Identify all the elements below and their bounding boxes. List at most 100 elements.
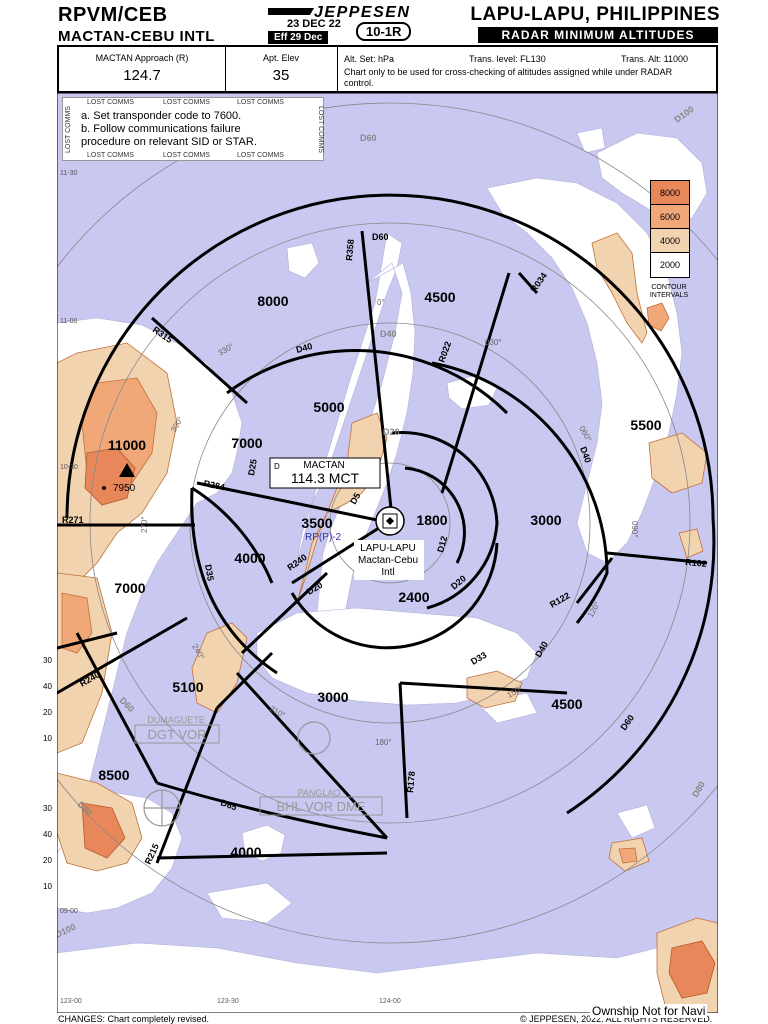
reference-circles	[57, 102, 718, 944]
dist-d12: D12	[435, 535, 449, 554]
legend-title-2: INTERVALS	[649, 292, 689, 299]
mct-box-text: 114.3 MCT	[291, 470, 360, 486]
mct-d: D	[274, 462, 280, 471]
approach-cell: MACTAN Approach (R) 124.7	[59, 47, 226, 91]
ring-d60	[65, 193, 716, 815]
chart-type: RADAR MINIMUM ALTITUDES	[478, 27, 718, 43]
small-islet-4	[206, 882, 293, 924]
airport-label-bg	[354, 540, 424, 580]
lost-comms-line-b: b. Follow communications failure	[81, 123, 241, 135]
lost-comms-line-a: a. Set transponder code to 7600.	[81, 110, 242, 122]
lost-comms-box: LOST COMMS LOST COMMS LOST COMMS LOST CO…	[62, 97, 324, 161]
dgt-box	[134, 724, 220, 744]
airport-code: RPVM/CEB	[58, 4, 168, 26]
alt-5000: 5000	[313, 399, 344, 415]
trans-alt: Trans. Alt: 11000	[621, 54, 689, 64]
dist-d20-n: D20	[383, 427, 400, 437]
bearing-0: 0°	[377, 298, 385, 307]
copyright: © JEPPESEN, 2022. ALL RIGHTS RESERVED.	[520, 1014, 713, 1024]
siquijor-island	[241, 824, 286, 862]
vor-symbols	[143, 721, 331, 827]
alt-11000: 11000	[108, 437, 146, 453]
left-tick-4: 10	[43, 734, 52, 743]
alt-7000-w: 7000	[114, 580, 145, 596]
sector-altitudes: 8000 4500 5500 5000 7000 11000 3500 1800…	[98, 289, 661, 860]
navaid-labels: MACTAN 114.3 MCT D RP(P)-2 LAPU-LAPU Mac…	[134, 457, 424, 816]
terrain-islet-east-mid	[618, 847, 638, 864]
airport-name-2: Mactan-Cebu	[358, 555, 418, 566]
approach-label: MACTAN Approach (R)	[95, 53, 189, 63]
effective-date: Eff 29 Dec	[268, 31, 329, 44]
bearing-270: 270°	[140, 516, 149, 533]
ring-d40-east	[431, 361, 609, 624]
radial-r102: R102	[685, 557, 707, 569]
legend-4000: 4000	[650, 228, 690, 254]
chart-date: 23 DEC 22	[287, 18, 341, 30]
bhl-name: PANGLAO	[298, 788, 341, 798]
legend-8000: 8000	[650, 180, 690, 206]
dist-d5: D5	[348, 491, 362, 506]
ring-d20-south	[290, 542, 499, 650]
bearing-30: 030°	[485, 338, 502, 347]
radar-note: Chart only to be used for cross-checking…	[344, 67, 673, 88]
sector-boundaries	[57, 193, 716, 864]
dist-d40-n: D40	[380, 329, 397, 339]
alt-4500-n: 4500	[424, 289, 455, 305]
airport-name: MACTAN-CEBU INTL	[58, 28, 215, 45]
terrain-leyte	[591, 232, 648, 344]
lon-124-00: 124-00	[379, 998, 401, 1005]
mct-box	[269, 457, 381, 489]
bhl-id: BHL VOR DME	[276, 799, 365, 814]
approach-freq: 124.7	[123, 67, 161, 84]
lon-123-00: 123-00	[60, 998, 82, 1005]
alt-5500-e: 5500	[630, 417, 661, 433]
lost-comms-edge-top-3: LOST COMMS	[237, 99, 284, 106]
lost-comms-text: a. Set transponder code to 7600. b. Foll…	[81, 110, 257, 149]
left-tick-3: 20	[43, 708, 52, 717]
ring-inner	[391, 430, 499, 610]
bantayan-island	[286, 242, 320, 279]
rpp-label: RP(P)-2	[305, 532, 342, 543]
alt-3000-e: 3000	[530, 512, 561, 528]
contour-legend: 8000 6000 4000 2000 CONTOUR INTERVALS	[645, 180, 693, 300]
peak: 7950	[102, 463, 136, 494]
alt-4500-se: 4500	[551, 696, 582, 712]
elev-value: 35	[272, 67, 290, 84]
legend-2000: 2000	[650, 252, 690, 278]
ring-d35	[190, 487, 278, 675]
alt-5100: 5100	[172, 679, 203, 695]
dist-d25: D25	[246, 458, 259, 476]
dist-d35: D35	[203, 564, 216, 582]
bearing-90: 090°	[630, 521, 639, 538]
peak-elevation: 7950	[113, 483, 136, 494]
bearing-180: 180°	[375, 738, 392, 747]
airport-name-1: LAPU-LAPU	[360, 543, 416, 554]
lost-comms-edge-right: LOST COMMS	[316, 106, 324, 153]
changes-note: CHANGES: Chart completely revised.	[58, 1014, 210, 1024]
terrain-mindanao-east-mid	[668, 940, 716, 999]
left-tick-2: 40	[43, 682, 52, 691]
lost-comms-line-c: procedure on relevant SID or STAR.	[81, 136, 257, 148]
alt-7000-n: 7000	[231, 435, 262, 451]
elevation-cell: Apt. Elev 35	[225, 47, 338, 91]
bhl-box	[259, 796, 383, 816]
terrain-negros-south-mid	[61, 592, 93, 654]
jeppesen-logo	[268, 8, 314, 15]
mct-label: MACTAN	[303, 460, 344, 471]
lost-comms-edge-bottom-3: LOST COMMS	[237, 152, 284, 159]
alt-2400: 2400	[398, 589, 429, 605]
mct-vor	[375, 506, 405, 536]
left-tick-5: 30	[43, 804, 52, 813]
alt-8500: 8500	[98, 767, 129, 783]
legend-6000: 6000	[650, 204, 690, 230]
dist-d40-nw: D40	[295, 341, 314, 355]
city-name: LAPU-LAPU, PHILIPPINES	[470, 4, 720, 25]
lon-123-30: 123-30	[217, 998, 239, 1005]
lat-09-00: 09-00	[60, 908, 78, 915]
lat-10-30: 10-30	[60, 464, 78, 471]
map-svg: 8000 4500 5500 5000 7000 11000 3500 1800…	[57, 93, 718, 1013]
mindanao-coast	[57, 932, 718, 1013]
lost-comms-edge-bottom-2: LOST COMMS	[163, 152, 210, 159]
radial-r178: R178	[405, 771, 417, 793]
